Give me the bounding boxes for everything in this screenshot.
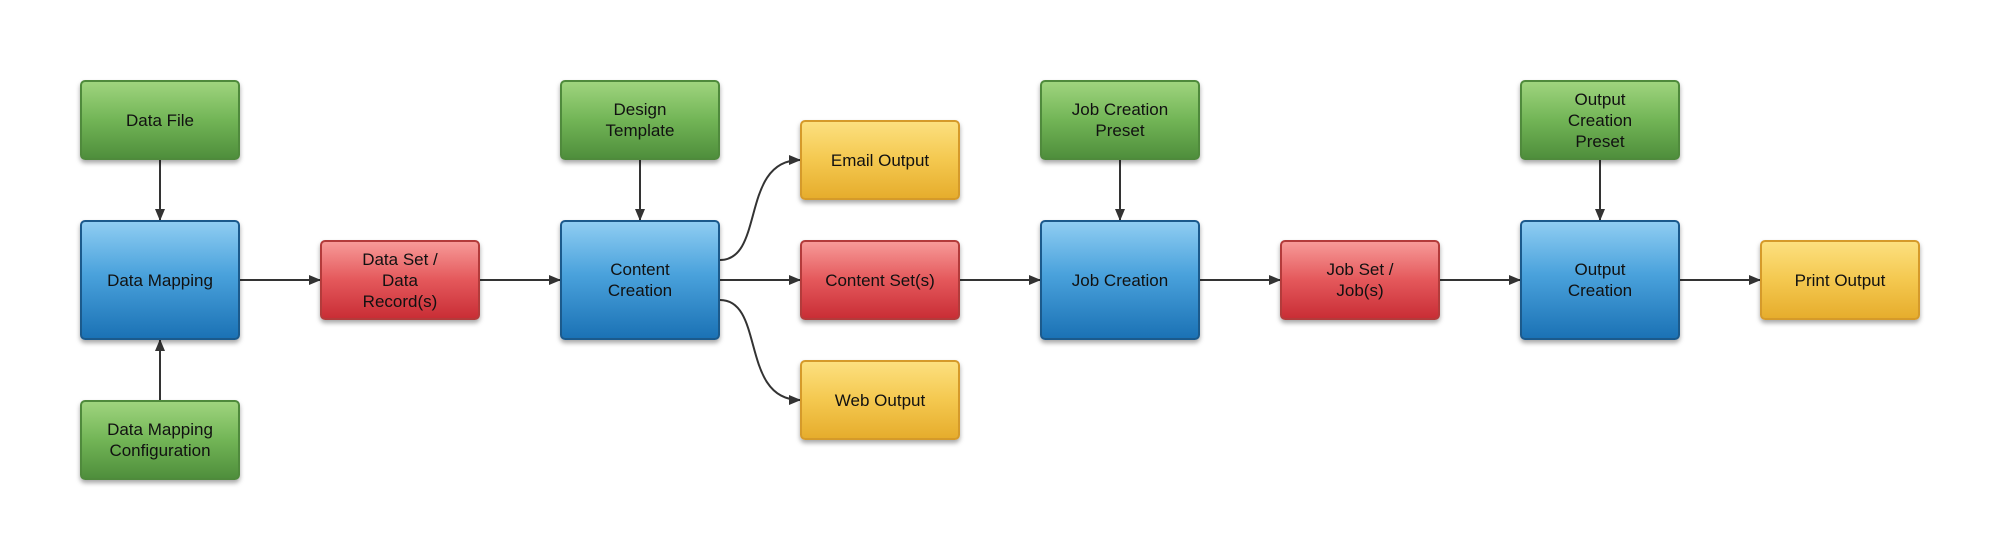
- node-label: Data File: [125, 110, 195, 130]
- node-label: Content Set(s): [825, 270, 935, 290]
- node-label: Data Set / Data Record(s): [362, 249, 438, 311]
- node-label: Data Mapping Configuration: [107, 420, 213, 460]
- edge-content-creation-to-web-output: [719, 299, 801, 405]
- node-label: Job Creation Preset: [1071, 100, 1169, 140]
- node-web-output: Web Output: [800, 360, 960, 440]
- node-label: Output Creation Preset: [1567, 89, 1633, 151]
- node-job-creation-preset: Job Creation Preset: [1040, 80, 1200, 160]
- node-data-set: Data Set / Data Record(s): [320, 240, 480, 320]
- node-job-set: Job Set / Job(s): [1280, 240, 1440, 320]
- edge-content-creation-to-email-output: [719, 155, 801, 261]
- node-content-sets: Content Set(s): [800, 240, 960, 320]
- node-content-creation: Content Creation: [560, 220, 720, 340]
- node-email-output: Email Output: [800, 120, 960, 200]
- node-design-template: Design Template: [560, 80, 720, 160]
- node-label: Job Creation: [1071, 270, 1169, 290]
- node-label: Design Template: [605, 100, 675, 140]
- node-label: Email Output: [830, 150, 930, 170]
- node-label: Web Output: [834, 390, 926, 410]
- node-job-creation: Job Creation: [1040, 220, 1200, 340]
- node-label: Print Output: [1794, 270, 1886, 290]
- node-data-file: Data File: [80, 80, 240, 160]
- node-label: Job Set / Job(s): [1326, 260, 1394, 300]
- node-label: Content Creation: [607, 260, 673, 300]
- node-label: Data Mapping: [107, 270, 213, 290]
- node-output-creation-preset: Output Creation Preset: [1520, 80, 1680, 160]
- node-print-output: Print Output: [1760, 240, 1920, 320]
- node-data-mapping-configuration: Data Mapping Configuration: [80, 400, 240, 480]
- node-output-creation: Output Creation: [1520, 220, 1680, 340]
- node-label: Output Creation: [1567, 260, 1633, 300]
- node-data-mapping: Data Mapping: [80, 220, 240, 340]
